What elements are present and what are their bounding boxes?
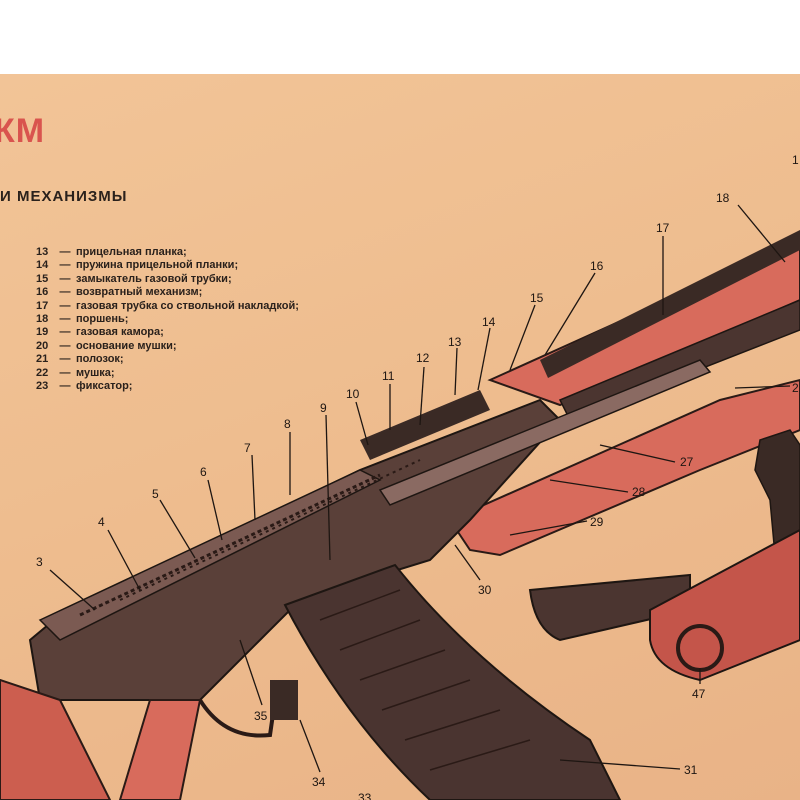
legend-dash: —	[59, 339, 71, 352]
callout-label: 5	[152, 487, 159, 501]
legend-number: 20	[36, 339, 49, 352]
callout-label: 6	[200, 465, 207, 479]
callout-label: 17	[656, 221, 670, 235]
callout-label: 8	[284, 417, 291, 431]
legend-dash: —	[59, 326, 71, 339]
callout-label: 33	[358, 791, 372, 800]
poster-title: КМ	[0, 112, 46, 150]
trigger-guard	[198, 698, 277, 738]
legend-dash: —	[59, 259, 71, 272]
legend-item: 17 — газовая трубка со ствольной накладкой…	[36, 300, 336, 313]
legend-text: возвратный механизм;	[76, 286, 203, 299]
callout-label: 1	[792, 153, 799, 167]
selector-lever	[270, 680, 298, 720]
legend-text: основание мушки;	[76, 339, 177, 352]
callout-label: 3	[36, 555, 43, 569]
legend-dash: —	[59, 353, 71, 366]
magazine	[283, 563, 622, 800]
legend-text: прицельная планка;	[76, 246, 187, 258]
callout-label: 18	[716, 191, 730, 205]
legend-text: мушка;	[76, 366, 115, 379]
rib	[119, 459, 421, 601]
legend-item: 21 — полозок;	[36, 353, 336, 366]
lower-handguard	[448, 378, 800, 557]
legend-item: 16 — возвратный механизм;	[36, 286, 336, 299]
legend-text: полозок;	[76, 353, 124, 366]
piston-rod	[378, 359, 712, 506]
magazine-ribs	[319, 589, 531, 771]
legend-number: 13	[36, 246, 49, 258]
pistol-grip	[118, 699, 202, 800]
legend-text: газовая камора;	[76, 326, 164, 339]
legend-text: фиксатор;	[76, 380, 133, 393]
legend-number: 22	[36, 366, 49, 379]
legend-number: 18	[36, 313, 49, 326]
bayonet-lug-part	[528, 573, 691, 642]
legend-text: газовая трубка со ствольной накладкой;	[76, 299, 299, 312]
callout-labels: 3 4 5 6 7 8 9 10 11 12 13 14 15 16 17 18…	[36, 153, 799, 800]
callout-label: 12	[416, 351, 430, 365]
legend-number: 17	[36, 299, 49, 312]
rear-sight	[360, 390, 490, 460]
rifle-illustration	[0, 230, 800, 800]
callout-label: 2	[792, 381, 799, 395]
callout-label: 15	[530, 291, 544, 305]
exploded-parts	[528, 429, 800, 682]
legend-dash: —	[59, 286, 71, 299]
legend-number: 14	[36, 259, 49, 272]
legend-number: 23	[36, 380, 49, 393]
legend-number: 19	[36, 326, 49, 339]
legend-dash: —	[59, 313, 71, 326]
callout-label: 7	[244, 441, 251, 455]
legend-item: 15 — замыкатель газовой трубки;	[36, 273, 336, 286]
callout-label: 10	[346, 387, 360, 401]
stock	[0, 678, 112, 800]
legend-item: 13 — прицельная планка;	[36, 246, 336, 259]
legend-item: 20 — основание мушки;	[36, 340, 336, 353]
callout-label: 29	[590, 515, 604, 529]
legend-item: 14 — пружина прицельной планки;	[36, 259, 336, 272]
rib	[79, 473, 381, 617]
legend-dash: —	[59, 380, 71, 393]
legend-dash: —	[59, 299, 71, 312]
callout-label: 4	[98, 515, 105, 529]
gas-block-part	[649, 528, 800, 682]
callout-label: 34	[312, 775, 326, 789]
legend-text: пружина прицельной планки;	[76, 259, 239, 272]
legend-number: 15	[36, 272, 49, 285]
callout-label: 9	[320, 401, 327, 415]
section-heading: И МЕХАНИЗМЫ	[0, 188, 128, 205]
legend-dash: —	[59, 272, 71, 285]
legend-number: 21	[36, 353, 49, 366]
barrel	[540, 230, 800, 378]
callout-label: 14	[482, 315, 496, 329]
callout-label: 31	[684, 763, 698, 777]
legend-item: 22 — мушка;	[36, 367, 336, 380]
legend-text: замыкатель газовой трубки;	[76, 272, 232, 285]
legend-number: 16	[36, 286, 49, 299]
legend-dash: —	[59, 366, 71, 379]
callout-label: 13	[448, 335, 462, 349]
legend-dash: —	[59, 246, 71, 258]
legend-item: 19 — газовая камора;	[36, 326, 336, 339]
callout-label: 27	[680, 455, 694, 469]
callout-label: 47	[692, 687, 706, 701]
parts-legend: 13 — прицельная планка; 14 — пружина прицель…	[36, 246, 336, 393]
callout-label: 28	[632, 485, 646, 499]
barrel-lower	[558, 299, 800, 421]
legend-item: 18 — поршень;	[36, 313, 336, 326]
leader-lines	[49, 204, 791, 773]
callout-label: 35	[254, 709, 268, 723]
callout-label: 30	[478, 583, 492, 597]
legend-item: 23 — фиксатор;	[36, 380, 336, 393]
callout-label: 16	[590, 259, 604, 273]
legend-text: поршень;	[76, 313, 129, 326]
callout-label: 11	[382, 369, 395, 383]
